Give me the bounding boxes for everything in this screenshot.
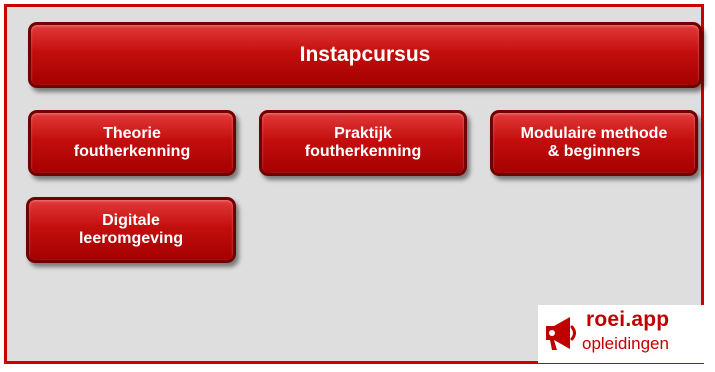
praktijk-foutherkenning-button[interactable]: Praktijk foutherkenning bbox=[259, 110, 467, 176]
digitale-leeromgeving-button[interactable]: Digitale leeromgeving bbox=[26, 197, 236, 263]
roei-app-logo: roei.app opleidingen bbox=[538, 305, 704, 363]
megaphone-icon bbox=[546, 317, 576, 350]
modulaire-methode-button[interactable]: Modulaire methode & beginners bbox=[490, 110, 698, 176]
instapcursus-button[interactable]: Instapcursus bbox=[28, 22, 702, 88]
logo-subtitle: opleidingen bbox=[582, 334, 669, 353]
theorie-foutherkenning-button[interactable]: Theorie foutherkenning bbox=[28, 110, 236, 176]
logo-title: roei.app bbox=[586, 308, 670, 331]
